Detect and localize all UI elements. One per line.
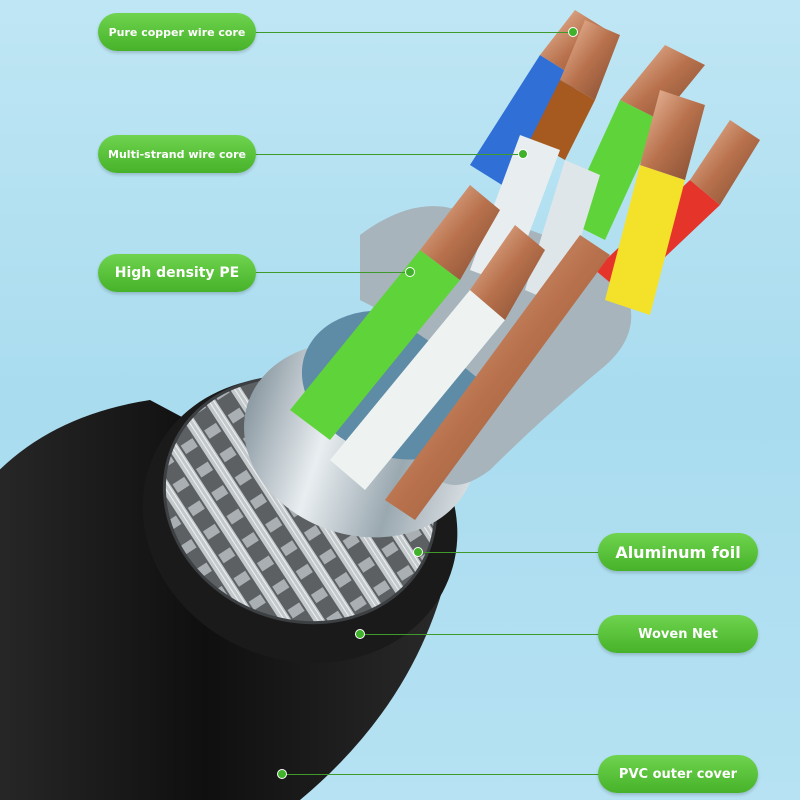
wire-white-front [330,225,545,490]
dot-pvc-outer-cover [277,769,287,779]
dot-pure-copper [568,27,578,37]
wire-brown [530,20,620,160]
label-text: Aluminum foil [615,542,741,562]
label-text: PVC outer cover [618,766,738,782]
dot-multi-strand [518,149,528,159]
leader-line-pvc-outer-cover [284,774,600,775]
leader-line-pure-copper [255,32,573,33]
leader-line-multi-strand [255,154,523,155]
dot-high-density-pe [405,267,415,277]
wire-green-front [290,185,500,440]
label-woven-net: Woven Net [598,615,758,653]
dot-woven-net [355,629,365,639]
wire-yellow [605,90,705,315]
label-text: Woven Net [638,626,718,642]
dot-aluminum-foil [413,547,423,557]
label-text: Pure copper wire core [108,25,246,39]
wire-white-back [470,135,600,305]
label-high-density-pe: High density PE [98,254,256,292]
label-pure-copper-wire-core: Pure copper wire core [98,13,256,51]
label-multi-strand-wire-core: Multi-strand wire core [98,135,256,173]
leader-line-woven-net [362,634,600,635]
label-text: High density PE [114,265,240,281]
leader-line-aluminum-foil [420,552,600,553]
label-pvc-outer-cover: PVC outer cover [598,755,758,793]
leader-line-high-density-pe [255,272,410,273]
label-text: Multi-strand wire core [108,147,246,161]
label-aluminum-foil: Aluminum foil [598,533,758,571]
wire-bare-copper [385,235,610,520]
